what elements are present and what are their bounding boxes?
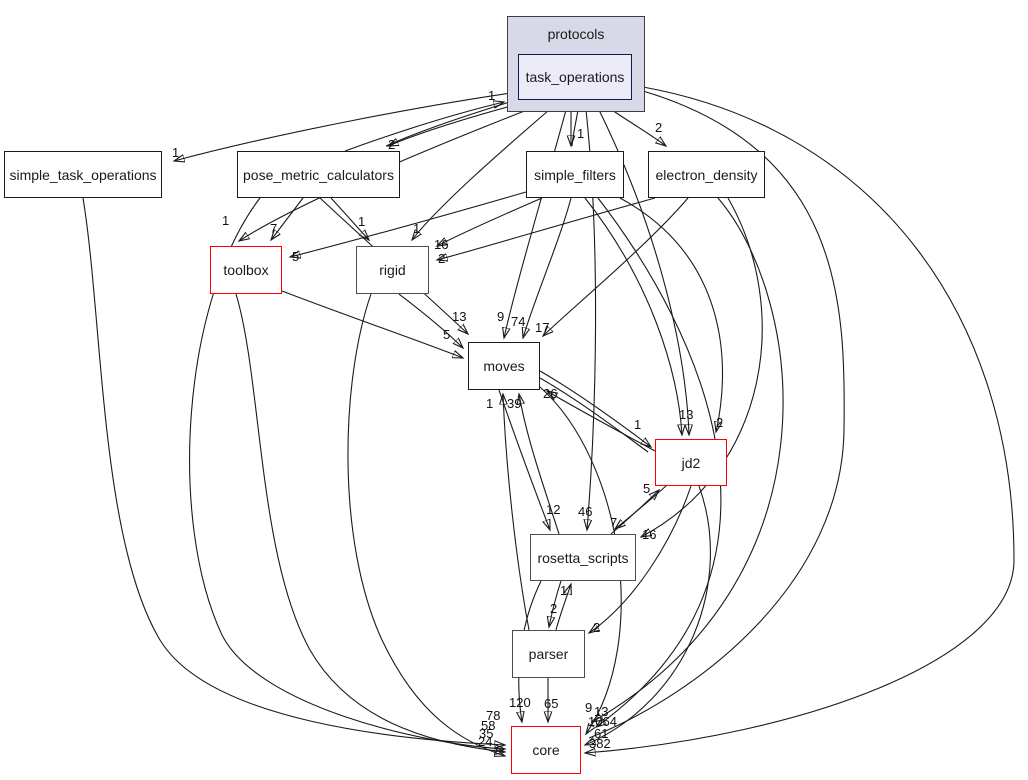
node-toolbox-label: toolbox	[223, 262, 269, 278]
node-core[interactable]: core	[511, 726, 581, 774]
edge-label-rigid-core[interactable]: 24	[478, 734, 493, 749]
node-simple-filters-label: simple_filters	[534, 166, 616, 183]
edge-label-parser-rosetta_scripts[interactable]: 1	[560, 583, 568, 598]
edge-label-task_operations-core[interactable]: 382	[589, 736, 611, 751]
edge-label-electron_density-core[interactable]: 9	[585, 700, 593, 715]
edge-label-simple_filters-toolbox[interactable]: 5	[292, 249, 300, 264]
node-task-operations[interactable]: task_operations	[518, 54, 632, 100]
node-moves-label: moves	[483, 358, 525, 374]
edge-label-task_operations-rosetta_scripts[interactable]: 46	[578, 504, 593, 519]
node-jd2-label: jd2	[681, 454, 701, 471]
edge-label-moves-rosetta_scripts[interactable]: 12	[546, 502, 561, 517]
edge-label-pose_metric_calculators-task_operations[interactable]: 1	[488, 88, 496, 103]
edge-label-task_operations-moves[interactable]: 9	[497, 309, 505, 324]
node-rigid-label: rigid	[379, 262, 406, 278]
node-moves[interactable]: moves	[468, 342, 540, 390]
edge-label-pose_metric_calculators-core[interactable]: 58	[481, 718, 496, 733]
edge-label-task_operations-toolbox[interactable]: 1	[222, 213, 230, 228]
edge-label-moves-core[interactable]: 1064	[588, 714, 617, 729]
edge-label-parser-moves[interactable]: 1	[486, 396, 494, 411]
node-toolbox[interactable]: toolbox	[210, 246, 282, 294]
edge-label-task_operations-rigid[interactable]: 1	[413, 221, 421, 236]
node-parser-label: parser	[528, 646, 569, 662]
edge-label-simple_filters-moves[interactable]: 74	[511, 314, 526, 329]
node-electron-density[interactable]: electron_density	[648, 151, 765, 198]
edge-label-rigid-moves[interactable]: 5	[443, 327, 451, 342]
node-rigid[interactable]: rigid	[356, 246, 429, 294]
edge-label-electron_density-rosetta_scripts[interactable]: 16	[642, 527, 657, 542]
edge-label-task_operations-simple_task_operations[interactable]: 1	[172, 145, 180, 160]
edge-label-task_operations-simple_filters[interactable]: 1	[577, 126, 585, 141]
edge-label-jd2-parser[interactable]: 2	[593, 620, 601, 635]
edge-label-rosetta_scripts-moves[interactable]: 39	[507, 396, 522, 411]
node-pose-metric-calculators-label: pose_metric_calculators	[243, 166, 394, 183]
edge-label-electron_density-rigid[interactable]: 2	[438, 251, 446, 266]
cluster-protocols-label: protocols	[547, 26, 605, 42]
edge-label-simple_task_operations-core[interactable]: 78	[486, 708, 501, 723]
node-simple-filters[interactable]: simple_filters	[526, 151, 624, 198]
edge-label-task_operations-jd2[interactable]: 13	[679, 407, 694, 422]
node-electron-density-label: electron_density	[655, 166, 758, 183]
node-parser[interactable]: parser	[512, 630, 585, 678]
edge-label-moves-jd2[interactable]: 1	[634, 417, 642, 432]
node-core-label: core	[532, 742, 560, 758]
edge-label-electron_density-moves[interactable]: 17	[535, 320, 550, 335]
node-simple-task-operations-label: simple_task_operations	[9, 166, 157, 183]
edge-label-task_operations-electron_density[interactable]: 2	[655, 120, 663, 135]
edge-label-pose_metric_calculators-rigid[interactable]: 1	[358, 214, 366, 229]
edge-label-parser-core[interactable]: 65	[544, 696, 559, 711]
edge-label-simple_filters-jd2[interactable]: 2	[716, 415, 724, 430]
edge-label-rosetta_scripts-core[interactable]: 120	[509, 695, 531, 710]
node-simple-task-operations[interactable]: simple_task_operations	[4, 151, 162, 198]
edge-label-pose_metric_calculators-moves[interactable]: 13	[452, 309, 467, 324]
node-rosetta-scripts-label: rosetta_scripts	[537, 549, 629, 566]
node-jd2[interactable]: jd2	[655, 439, 727, 486]
edge-label-rosetta_scripts-jd2[interactable]: 5	[643, 481, 651, 496]
edge-label-task_operations-pose_metric_calculators[interactable]: 2	[388, 137, 396, 152]
edge-label-pose_metric_calculators-toolbox[interactable]: 7	[270, 221, 278, 236]
edge-label-rosetta_scripts-parser[interactable]: 2	[550, 601, 558, 616]
edge-label-jd2-rosetta_scripts[interactable]: 7	[610, 515, 618, 530]
edge-label-simple_filters-rigid[interactable]: 16	[434, 237, 449, 252]
edge-label-toolbox-core[interactable]: 35	[479, 726, 494, 741]
node-task-operations-label: task_operations	[525, 69, 625, 85]
edge-label-simple_filters-core[interactable]: 13	[594, 704, 609, 719]
edge-label-jd2-moves[interactable]: 26	[543, 386, 558, 401]
edge-label-jd2-core[interactable]: 61	[594, 726, 609, 741]
node-pose-metric-calculators[interactable]: pose_metric_calculators	[237, 151, 400, 198]
node-rosetta-scripts[interactable]: rosetta_scripts	[530, 534, 636, 581]
